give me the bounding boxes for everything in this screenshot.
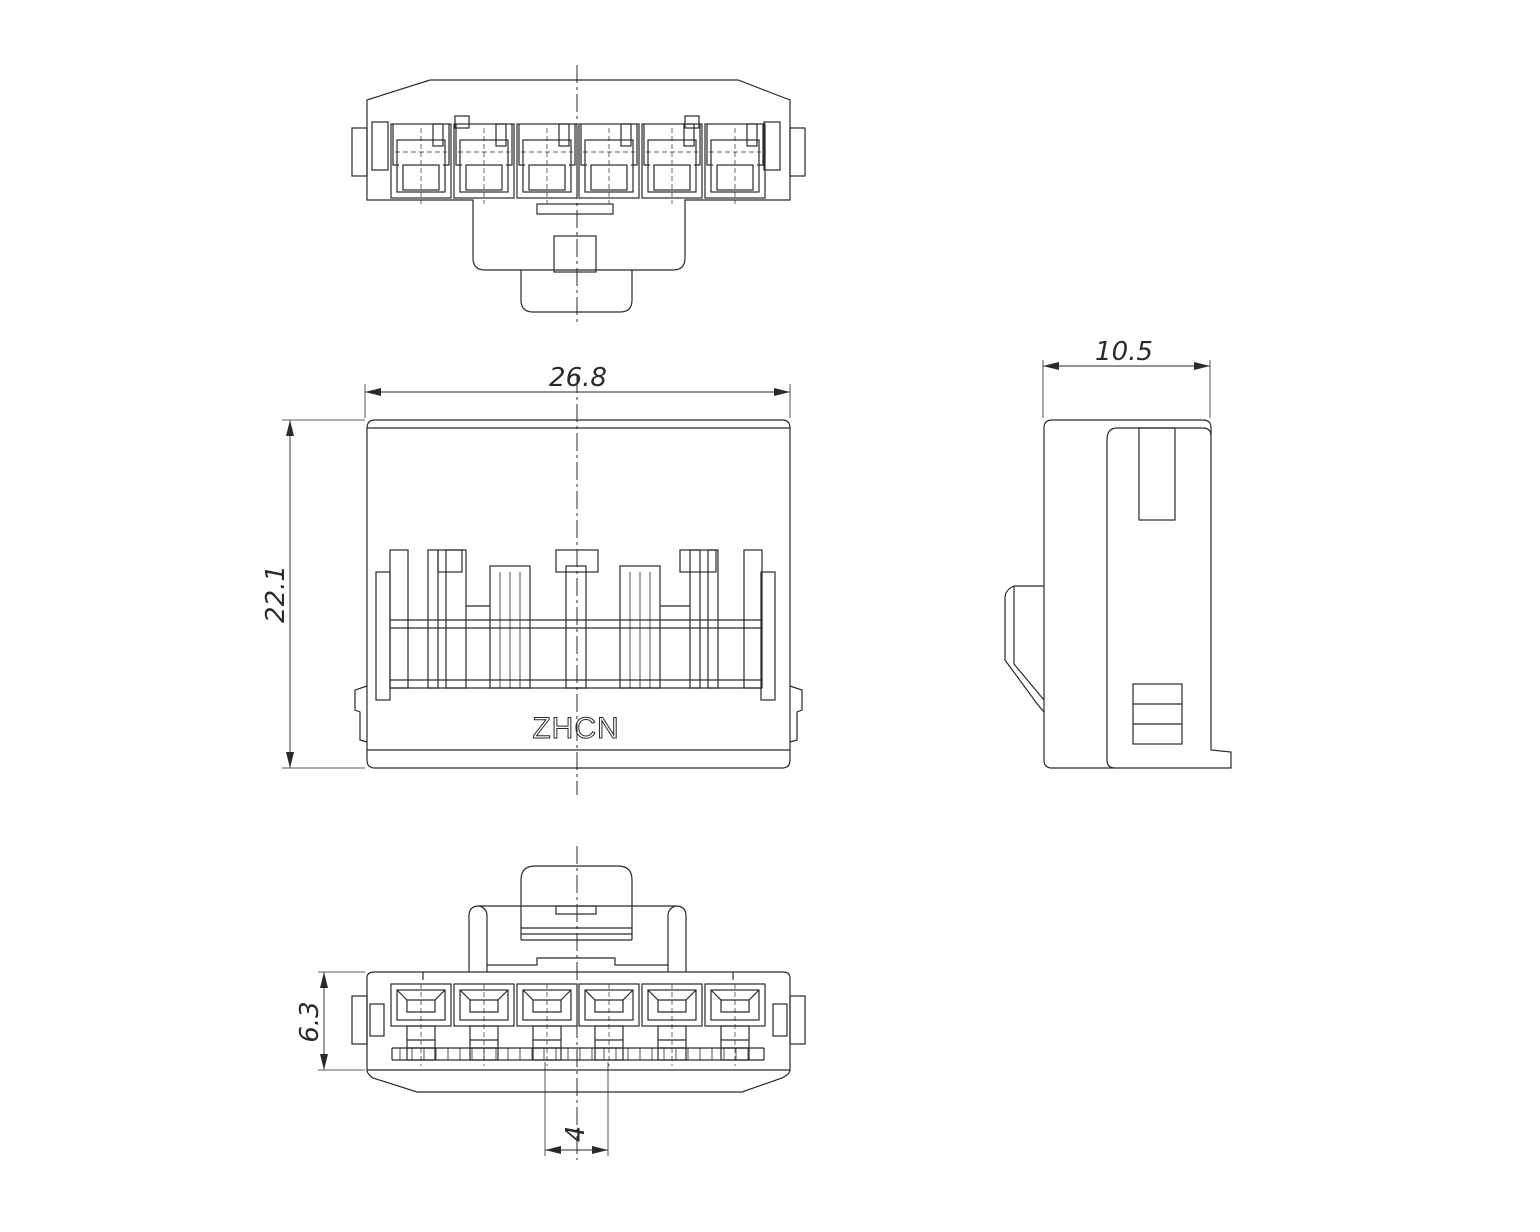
top-cavity-1-latch — [392, 124, 450, 166]
front-latch-wall-1 — [389, 549, 409, 689]
front-latch-wall-6 — [689, 549, 701, 689]
front-latch-wall-3 — [445, 549, 467, 689]
top-end-lock-left — [371, 121, 389, 171]
top-cavity-2-key — [495, 123, 507, 147]
top-cavity-4-key — [620, 123, 632, 147]
width-dimension-label: 26.8 — [549, 363, 607, 393]
width-dimension: 26.8 — [364, 363, 791, 418]
top-cavity-2 — [453, 123, 515, 199]
top-cavity-1 — [390, 123, 452, 199]
front-center-rib — [565, 565, 587, 689]
bottom-height-dimension: 6.3 — [295, 971, 365, 1071]
front-latch-wall-2 — [427, 549, 439, 689]
front-view: ZHCN 26.8 22.1 — [261, 363, 803, 795]
top-cavity-3-latch — [518, 124, 576, 166]
top-cavity-group — [371, 115, 781, 204]
top-cavity-5 — [641, 123, 703, 199]
top-cavity-6-latch — [706, 124, 764, 166]
front-end-tab-right — [760, 571, 776, 701]
pitch-dimension-label: 4 — [561, 1126, 591, 1143]
top-cavity-4 — [578, 123, 640, 199]
side-view: 10.5 — [1004, 337, 1232, 769]
front-latch-wall-4 — [743, 549, 763, 689]
height-dimension: 22.1 — [261, 419, 365, 769]
front-lance-cap-1 — [437, 549, 463, 573]
top-cavity-5-key — [683, 123, 695, 147]
front-end-tab-left — [375, 571, 391, 701]
top-cavity-6-key — [746, 123, 758, 147]
pitch-dimension: 4 — [544, 1062, 609, 1156]
height-dimension-label: 22.1 — [261, 565, 291, 623]
brand-logo: ZHCN — [532, 712, 619, 745]
top-view — [351, 65, 806, 322]
top-cavity-6 — [704, 123, 766, 199]
bottom-height-dimension-label: 6.3 — [295, 1001, 325, 1042]
bottom-cavity-group — [390, 983, 766, 1066]
top-cavity-4-latch — [580, 124, 638, 166]
front-lance-cap-3 — [679, 549, 717, 573]
top-polarizer-right — [684, 115, 700, 129]
top-cavity-1-key — [432, 123, 444, 147]
top-cavity-5-latch — [643, 124, 701, 166]
depth-dimension-label: 10.5 — [1095, 337, 1153, 367]
top-cavity-3-key — [558, 123, 570, 147]
bottom-view: 6.3 4 — [295, 846, 806, 1160]
depth-dimension: 10.5 — [1042, 337, 1211, 418]
front-slot-group — [375, 549, 776, 701]
top-end-lock-right — [763, 121, 781, 171]
top-cavity-2-latch — [455, 124, 513, 166]
top-polarizer-left — [454, 115, 470, 129]
